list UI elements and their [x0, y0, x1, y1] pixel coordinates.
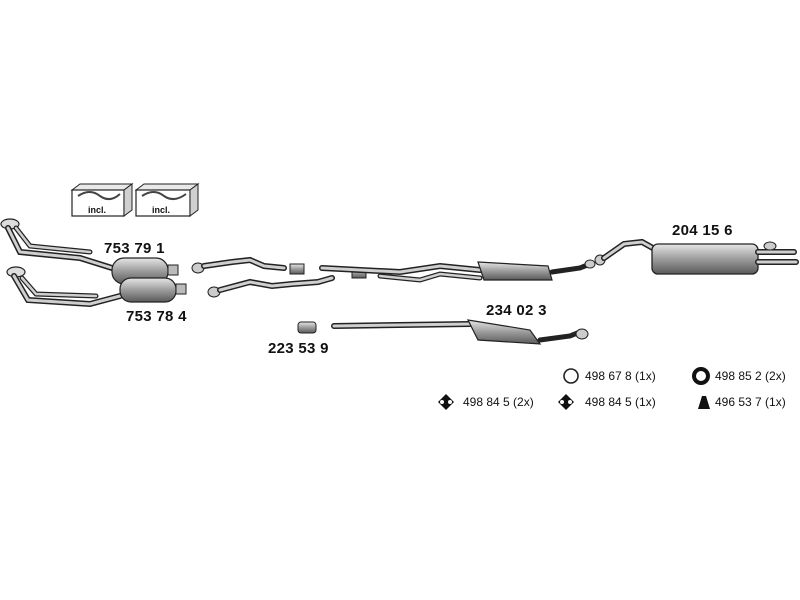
- double-hanger-icon: [438, 394, 454, 410]
- middle-muffler: [331, 319, 589, 345]
- middle-pipe-with-muffler: [319, 259, 596, 283]
- ring-icon: [563, 368, 579, 384]
- bracket-icon: [698, 396, 710, 409]
- front-pipe-lower: [6, 266, 123, 308]
- part-label-223-53-9: 223 53 9: [268, 340, 329, 357]
- kit-box-label-2: incl.: [152, 205, 171, 215]
- legend-ring-498-67-8: 498 67 8 (1x): [585, 369, 656, 383]
- rear-muffler: [594, 238, 799, 275]
- front-pipe-upper: [0, 218, 115, 271]
- kit-box-1: [70, 183, 134, 217]
- intermediate-pipe-lower: [207, 275, 335, 298]
- thick-ring-icon: [692, 367, 710, 385]
- legend-hanger-498-84-5-1x: 498 84 5 (1x): [585, 395, 656, 409]
- pipe-clamp-1: [289, 263, 305, 275]
- part-label-753-79-1: 753 79 1: [104, 240, 165, 257]
- intermediate-pipe-upper: [191, 256, 287, 274]
- double-hanger-icon: [558, 394, 574, 410]
- part-label-204-15-6: 204 15 6: [672, 222, 733, 239]
- kit-box-label-1: incl.: [88, 205, 107, 215]
- legend-hanger-498-84-5-2x: 498 84 5 (2x): [463, 395, 534, 409]
- legend-bracket-496-53-7: 496 53 7 (1x): [715, 395, 786, 409]
- catalytic-converter-lower: [119, 277, 187, 303]
- part-label-234-02-3: 234 02 3: [486, 302, 547, 319]
- kit-box-2: [134, 183, 200, 217]
- small-clamp: [297, 321, 317, 334]
- legend-thick-ring-498-85-2: 498 85 2 (2x): [715, 369, 786, 383]
- part-label-753-78-4: 753 78 4: [126, 308, 187, 325]
